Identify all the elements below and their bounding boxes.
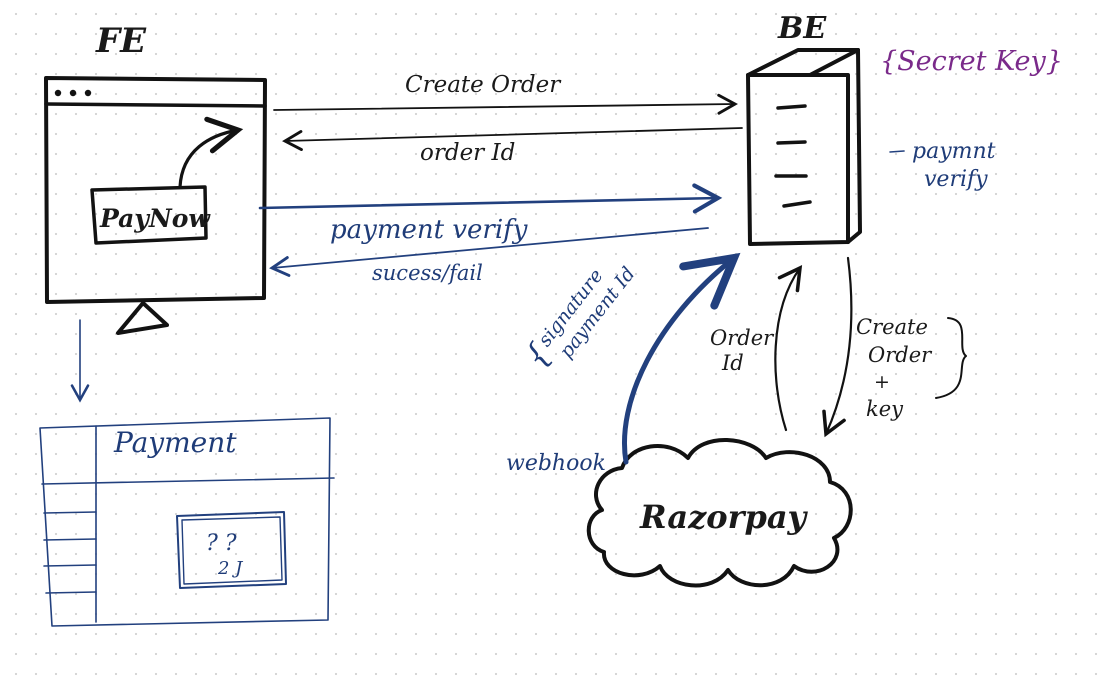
order-id-label: order Id (420, 140, 515, 166)
create-order-key-line4: key (866, 397, 904, 421)
create-order-label: Create Order (405, 72, 562, 98)
paymnt-verify-line1: paymnt (912, 139, 996, 164)
qr-glyph-icon: 2 J (217, 558, 244, 579)
webhook-arrow (622, 252, 741, 465)
paymnt-verify-line2: verify (924, 167, 988, 192)
monitor-stand-icon (116, 301, 169, 335)
window-dot-icon (69, 89, 77, 97)
order-id-arrow (282, 127, 743, 151)
fe-label: FE (95, 21, 147, 61)
create-order-key-line1: Create (856, 315, 928, 339)
payment-verify-arrow (258, 183, 723, 214)
razorpay-label: Razorpay (639, 498, 809, 536)
pay-now-button[interactable]: PayNow (90, 185, 211, 245)
create-order-key-line3: + (874, 371, 890, 393)
order-id-vertical-line2: Id (721, 351, 744, 375)
backend-server-icon (746, 48, 862, 246)
webhook-label: webhook (506, 451, 606, 476)
window-dot-icon (84, 89, 92, 97)
be-label: BE (777, 11, 827, 46)
create-order-arrow (273, 93, 738, 115)
pay-now-label: PayNow (99, 204, 211, 233)
frontend-browser-window (44, 76, 267, 335)
payment-verify-label: payment verify (330, 215, 528, 245)
paynow-click-arrow (178, 116, 244, 189)
qr-glyph-icon: ? ? (206, 531, 237, 556)
payment-page-sketch: ? ? 2 J (39, 417, 335, 627)
create-order-key-line2: Order (868, 343, 933, 367)
signature-note: { signature payment Id (516, 263, 639, 375)
razorpay-order-id-arrow (774, 265, 803, 432)
create-order-brace (935, 317, 967, 399)
payment-page-title: Payment (113, 426, 237, 459)
order-id-vertical-line1: Order (710, 326, 775, 350)
success-fail-arrow (269, 227, 709, 277)
create-order-key-arrow (822, 256, 853, 438)
success-fail-label: sucess/fail (372, 261, 483, 285)
paymnt-verify-dash (889, 150, 905, 153)
razorpay-cloud (586, 438, 853, 588)
secret-key-label: {Secret Key} (880, 46, 1063, 77)
window-dot-icon (54, 89, 62, 97)
